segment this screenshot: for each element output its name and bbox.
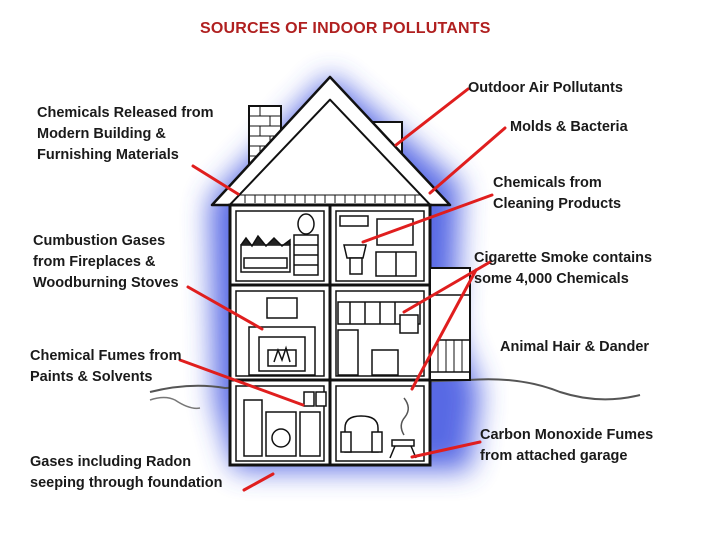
label-line: Carbon Monoxide Fumes bbox=[480, 427, 654, 443]
label-line: some 4,000 Chemicals bbox=[474, 271, 629, 287]
living-room-furniture bbox=[248, 297, 316, 376]
roof bbox=[210, 75, 452, 207]
label-line: seeping through foundation bbox=[30, 475, 223, 491]
leader-combustion bbox=[186, 285, 264, 331]
basement-appliances bbox=[243, 391, 327, 457]
label-line: Chemicals from bbox=[493, 175, 602, 191]
bedroom-furniture bbox=[240, 213, 319, 276]
leader-lines bbox=[178, 87, 507, 492]
label-line: from attached garage bbox=[480, 448, 628, 464]
label-outdoor-air: Outdoor Air Pollutants bbox=[468, 78, 623, 99]
label-line: Outdoor Air Pollutants bbox=[468, 80, 623, 96]
label-line: Gases including Radon bbox=[30, 454, 192, 470]
label-carbon-monoxide: Carbon Monoxide Fumes from attached gara… bbox=[480, 425, 653, 467]
kitchen-furniture bbox=[337, 301, 421, 376]
label-animal: Animal Hair & Dander bbox=[500, 337, 649, 358]
label-line: Cigarette Smoke contains bbox=[474, 250, 653, 266]
label-line: Molds & Bacteria bbox=[510, 119, 628, 135]
leader-animal bbox=[410, 268, 478, 391]
leader-outdoor-air bbox=[394, 87, 470, 147]
label-building-materials: Chemicals Released from Modern Building … bbox=[37, 103, 214, 166]
leader-paints bbox=[178, 358, 305, 407]
leader-molds bbox=[428, 126, 507, 195]
diagram-title: SOURCES OF INDOOR POLLUTANTS bbox=[200, 20, 491, 37]
label-molds: Molds & Bacteria bbox=[510, 117, 628, 138]
label-line: Furnishing Materials bbox=[37, 147, 179, 163]
ground-line-left bbox=[149, 396, 201, 410]
label-line: Cleaning Products bbox=[493, 196, 622, 212]
garage-items bbox=[340, 397, 417, 459]
label-line: Woodburning Stoves bbox=[33, 275, 179, 291]
leader-radon bbox=[242, 472, 275, 492]
label-line: Modern Building & bbox=[37, 126, 166, 142]
label-line: Paints & Solvents bbox=[30, 369, 153, 385]
label-line: Chemicals Released from bbox=[37, 105, 214, 121]
label-line: from Fireplaces & bbox=[33, 254, 156, 270]
label-line: Animal Hair & Dander bbox=[500, 339, 650, 355]
leader-carbon-monoxide bbox=[410, 440, 482, 459]
label-cigarette: Cigarette Smoke contains some 4,000 Chem… bbox=[474, 248, 652, 290]
label-radon: Gases including Radon seeping through fo… bbox=[30, 452, 223, 494]
label-cleaning: Chemicals from Cleaning Products bbox=[493, 173, 621, 215]
ground-line bbox=[149, 378, 641, 401]
label-combustion: Cumbustion Gases from Fireplaces & Woodb… bbox=[33, 231, 179, 294]
label-paints: Chemical Fumes from Paints & Solvents bbox=[30, 346, 182, 388]
bathroom-furniture bbox=[339, 215, 417, 277]
label-line: Cumbustion Gases bbox=[33, 233, 166, 249]
label-line: Chemical Fumes from bbox=[30, 348, 182, 364]
leader-cleaning bbox=[361, 193, 494, 244]
leader-building-materials bbox=[191, 164, 240, 196]
